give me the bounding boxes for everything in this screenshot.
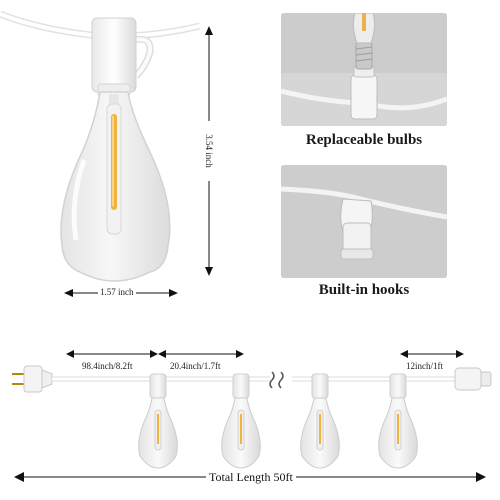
- replaceable-bulbs-image: [281, 13, 447, 126]
- string-bulb-3: [300, 373, 340, 469]
- total-length-label: Total Length 50ft: [206, 470, 296, 485]
- end-spacing-label: 12inch/1ft: [404, 361, 445, 371]
- built-in-hooks-caption: Built-in hooks: [318, 282, 410, 298]
- height-label: 3.54 inch: [204, 121, 214, 181]
- replaceable-bulbs-caption: Replaceable bulbs: [305, 132, 423, 148]
- bulb-spacing-label: 20.4inch/1.7ft: [168, 361, 223, 371]
- large-bulb-illustration: [0, 0, 200, 290]
- built-in-hooks-image: [281, 165, 447, 278]
- string-bulb-2: [221, 373, 261, 469]
- string-bulb-1: [138, 373, 178, 469]
- plug-to-first-bulb-label: 98.4inch/8.2ft: [80, 361, 135, 371]
- string-bulb-4: [378, 373, 418, 469]
- string-light-diagram: [0, 340, 500, 500]
- width-label: 1.57 inch: [98, 287, 136, 297]
